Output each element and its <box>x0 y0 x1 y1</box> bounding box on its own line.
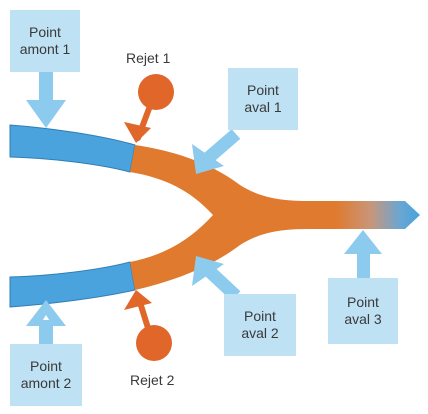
downstream-3-arrowhead <box>344 230 382 254</box>
downstream-1-label: Point aval 1 <box>228 68 298 130</box>
upstream-2-arrow-shaft <box>39 320 53 346</box>
upstream-branch-2 <box>9 261 136 308</box>
downstream-1-arrowhead <box>192 144 224 174</box>
upstream-1-label: Point amont 1 <box>10 10 80 72</box>
discharge-2-label: Rejet 2 <box>130 372 175 388</box>
main-river <box>300 201 420 229</box>
discharge-1-source <box>138 74 174 110</box>
discharge-2-arrowhead <box>124 290 152 310</box>
upstream-2-arrowhead <box>26 300 66 326</box>
upstream-2-label: Point amont 2 <box>10 344 82 406</box>
discharge-2-source <box>136 325 172 361</box>
downstream-2-arrowhead <box>192 256 224 286</box>
downstream-3-label: Point aval 3 <box>328 278 398 344</box>
discharge-1-arrowhead <box>124 122 151 143</box>
downstream-3-arrow-shaft <box>357 246 370 282</box>
upstream-1-arrow-shaft <box>39 70 53 114</box>
polluted-confluence <box>130 145 310 290</box>
upstream-branch-1 <box>9 124 136 173</box>
downstream-1-arrow-shaft <box>201 129 241 165</box>
downstream-2-label: Point aval 2 <box>224 294 296 356</box>
discharge-1-label: Rejet 1 <box>126 50 171 66</box>
upstream-1-arrowhead <box>26 100 66 128</box>
